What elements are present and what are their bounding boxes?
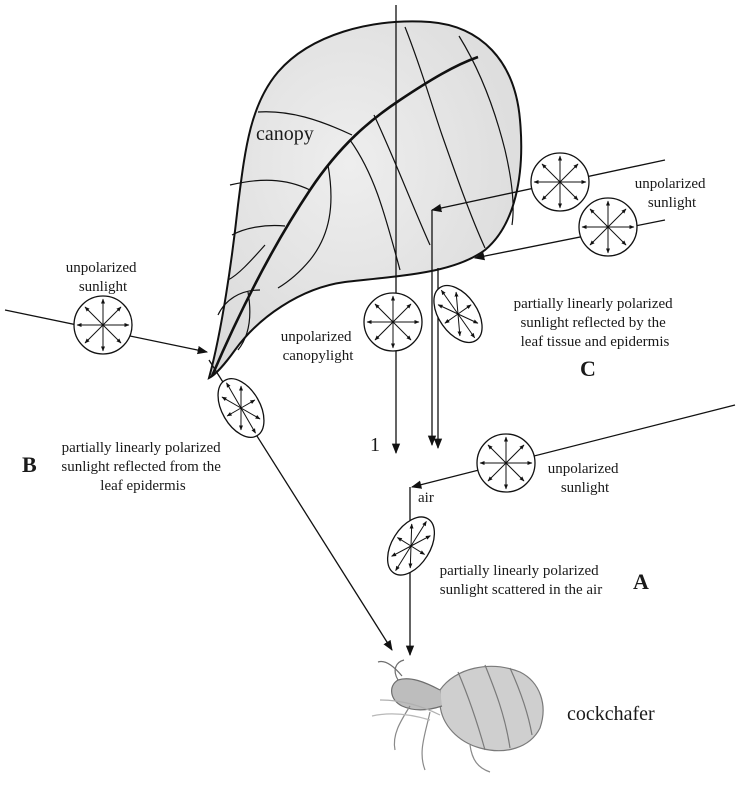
polarized-symbol-air <box>378 509 444 583</box>
label-line: partially linearly polarized <box>440 563 600 579</box>
marker-b: B <box>22 452 37 477</box>
cockchafer-label: cockchafer <box>567 703 655 725</box>
label-line: partially linearly polarized <box>62 440 222 456</box>
label-line: sunlight scattered in the air <box>440 582 602 598</box>
label-line: sunlight <box>648 195 697 211</box>
label-line: unpolarized <box>281 329 352 345</box>
label-line: canopylight <box>283 348 355 364</box>
label-line: sunlight reflected by the <box>520 315 666 331</box>
marker-a: A <box>633 569 649 594</box>
unpolarized-symbol-left <box>74 296 132 354</box>
reflected-leaf-tissue-label: partially linearly polarized sunlight re… <box>514 296 677 350</box>
unpolarized-canopylight-label: unpolarized canopylight <box>281 329 356 364</box>
label-line: sunlight <box>561 480 610 496</box>
ray-number-label: 1 <box>370 434 380 456</box>
label-line: sunlight <box>79 279 128 295</box>
label-line: sunlight reflected from the <box>61 459 221 475</box>
air-label: air <box>418 490 434 506</box>
reflected-leaf-epidermis-label: partially linearly polarized sunlight re… <box>61 440 224 494</box>
marker-c: C <box>580 356 596 381</box>
unpolarized-symbol-right-top <box>531 153 589 211</box>
polarized-symbol-leaf-tissue <box>424 277 492 351</box>
label-line: unpolarized <box>635 176 706 192</box>
unpolarized-symbol-right-bottom <box>579 198 637 256</box>
label-line: partially linearly polarized <box>514 296 674 312</box>
label-line: leaf tissue and epidermis <box>521 334 670 350</box>
label-line: unpolarized <box>66 260 137 276</box>
canopy-label: canopy <box>256 123 314 145</box>
polarized-symbol-leaf-epidermis <box>209 371 274 445</box>
unpolarized-symbol-air <box>477 434 535 492</box>
cockchafer-illustration <box>372 660 543 772</box>
unpolarized-symbol-canopy <box>364 293 422 351</box>
unpolarized-sunlight-left-label: unpolarized sunlight <box>66 260 141 295</box>
unpolarized-sunlight-air-label: unpolarized sunlight <box>548 461 623 496</box>
unpolarized-sunlight-right-label: unpolarized sunlight <box>635 176 710 211</box>
label-line: leaf epidermis <box>100 478 186 494</box>
scattered-air-label: partially linearly polarized sunlight sc… <box>440 563 603 598</box>
label-line: unpolarized <box>548 461 619 477</box>
